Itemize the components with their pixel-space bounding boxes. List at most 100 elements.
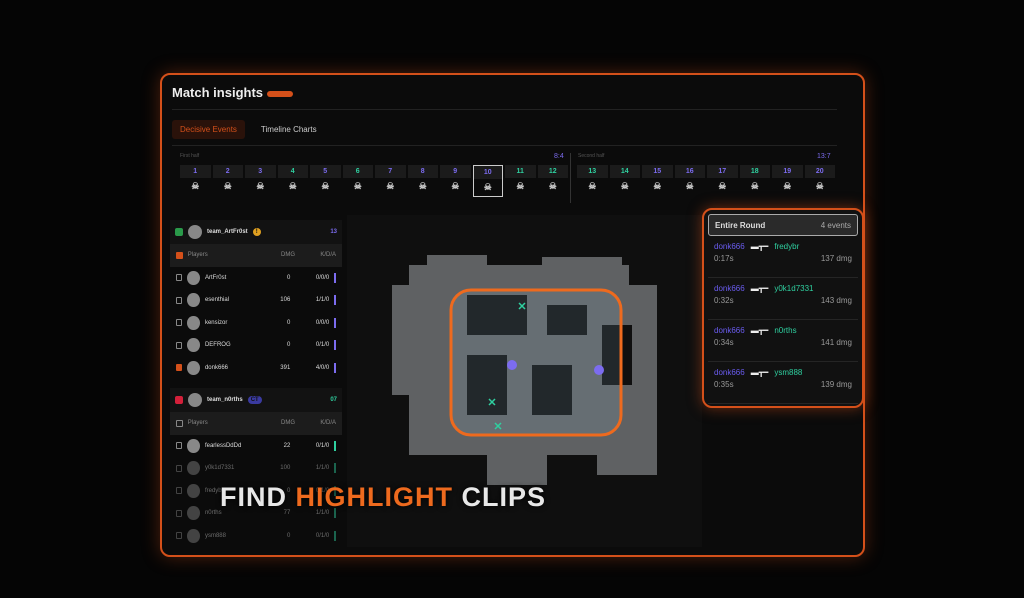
round-14[interactable]: 14☠ <box>609 165 640 197</box>
avatar <box>187 270 200 285</box>
team-header[interactable]: team_ArtFr0st!13 <box>170 220 342 244</box>
player-checkbox[interactable] <box>176 487 183 495</box>
map-radar <box>392 255 657 485</box>
round-2[interactable]: 2☠ <box>212 165 243 197</box>
round-number: 12 <box>537 165 568 178</box>
player-bar <box>334 340 337 351</box>
skull-icon: ☠ <box>783 181 792 191</box>
first-half-label: First half <box>180 153 200 159</box>
avatar <box>187 483 200 498</box>
tab-decisive-events[interactable]: Decisive Events <box>172 120 245 139</box>
avatar <box>187 360 200 375</box>
player-dmg: 0 <box>286 532 291 539</box>
skull-icon: ☠ <box>516 181 525 191</box>
select-all-checkbox[interactable] <box>176 251 183 259</box>
player-kda: 1/1/0 <box>315 465 330 472</box>
killer-name: donk666 <box>714 368 745 377</box>
player-kda: 0/1/0 <box>315 442 330 449</box>
team-tag: CT <box>247 396 262 404</box>
round-number: 15 <box>642 165 673 178</box>
player-bar <box>334 508 337 519</box>
round-1[interactable]: 1☠ <box>180 165 211 197</box>
round-12[interactable]: 12 ☠ <box>537 165 568 197</box>
player-checkbox[interactable] <box>176 364 183 372</box>
round-9[interactable]: 9☠ <box>440 165 471 197</box>
player-kda: 0/1/0 <box>315 532 330 539</box>
player-checkbox[interactable] <box>176 464 183 472</box>
round-3[interactable]: 3☠ <box>245 165 276 197</box>
player-dmg: 106 <box>280 297 291 304</box>
round-5[interactable]: 5☠ <box>310 165 341 197</box>
player-name: n0rths <box>204 510 222 517</box>
round-20[interactable]: 20☠ <box>804 165 835 197</box>
player-checkbox[interactable] <box>176 319 183 327</box>
player-name: fearlessDdDd <box>204 442 242 449</box>
round-7[interactable]: 7☠ <box>375 165 406 197</box>
rifle-icon: ▬┳━ <box>750 326 769 335</box>
select-all-checkbox[interactable] <box>176 419 183 427</box>
skull-icon: ☠ <box>548 181 557 191</box>
round-10[interactable]: 10 ☠ <box>472 165 503 197</box>
round-16[interactable]: 16☠ <box>674 165 705 197</box>
round-17[interactable]: 17☠ <box>707 165 738 197</box>
round-6[interactable]: 6☠ <box>342 165 373 197</box>
col-players: Players <box>187 420 208 427</box>
skull-icon: ☠ <box>223 181 232 191</box>
first-half-score: 8:4 <box>554 153 564 160</box>
team-score: 13 <box>330 229 337 235</box>
team-name: team_n0rths <box>207 397 243 403</box>
round-number: 9 <box>440 165 471 178</box>
player-bar <box>334 485 337 496</box>
player-dmg: 0 <box>286 274 291 281</box>
round-number: 4 <box>277 165 308 178</box>
player-checkbox[interactable] <box>176 532 183 540</box>
player-checkbox[interactable] <box>176 296 183 304</box>
round-15[interactable]: 15☠ <box>642 165 673 197</box>
round-11[interactable]: 11☠ <box>505 165 536 197</box>
player-row[interactable]: kensizor 0 0/0/0 <box>170 312 342 335</box>
half-divider <box>570 153 571 203</box>
player-kda: 0/0/0 <box>315 319 330 326</box>
player-bar <box>334 295 337 306</box>
round-13[interactable]: 13☠ <box>577 165 608 197</box>
event-damage: 143 dmg <box>820 296 852 305</box>
round-map[interactable] <box>347 215 702 547</box>
tab-timeline-charts[interactable]: Timeline Charts <box>260 125 317 134</box>
round-number: 10 <box>473 166 502 179</box>
player-name: fredybr <box>204 487 224 494</box>
avatar <box>188 225 202 239</box>
avatar <box>187 528 200 543</box>
player-checkbox[interactable] <box>176 442 183 450</box>
player-dmg: 22 <box>283 442 291 449</box>
round-19[interactable]: 19☠ <box>772 165 803 197</box>
player-row[interactable]: fearlessDdDd 22 0/1/0 <box>170 435 342 458</box>
avatar <box>187 293 200 308</box>
player-name: kensizor <box>204 319 228 326</box>
round-number: 20 <box>804 165 835 178</box>
avatar <box>188 393 202 407</box>
event-damage: 137 dmg <box>820 254 852 263</box>
player-dmg: 0 <box>286 319 291 326</box>
player-checkbox[interactable] <box>176 274 183 282</box>
player-checkbox[interactable] <box>176 509 183 517</box>
player-checkbox[interactable] <box>176 341 183 349</box>
skull-icon: ☠ <box>483 182 492 192</box>
round-8[interactable]: 8☠ <box>407 165 438 197</box>
round-4[interactable]: 4☠ <box>277 165 308 197</box>
round-18[interactable]: 18☠ <box>739 165 770 197</box>
